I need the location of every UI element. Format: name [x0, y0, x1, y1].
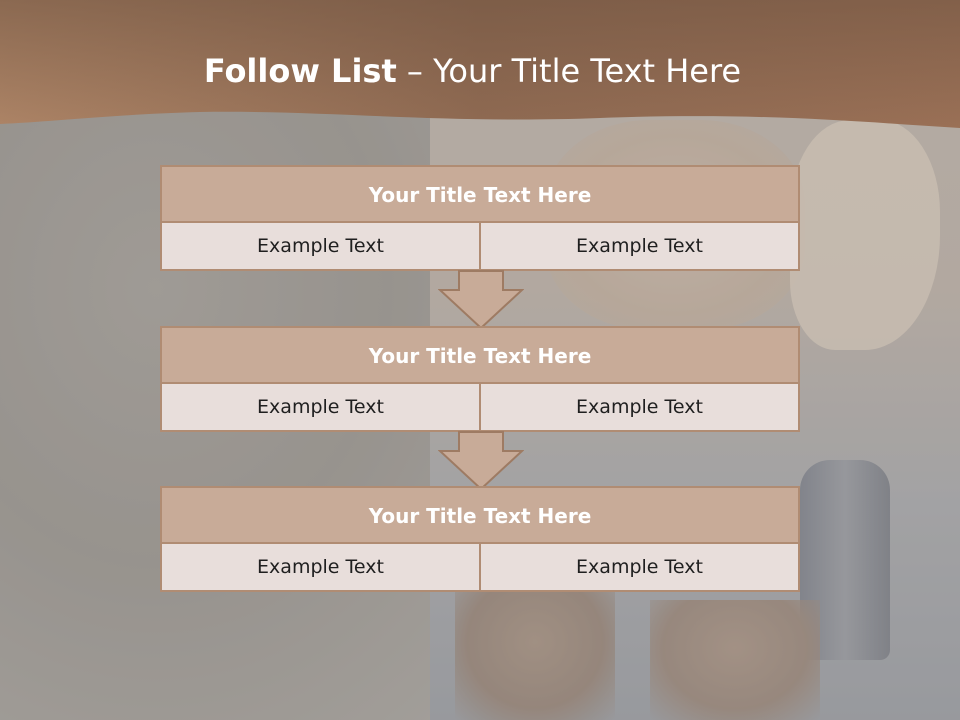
follow-block-3: Your Title Text Here Example Text Exampl… — [160, 486, 800, 592]
block-title: Your Title Text Here — [162, 328, 798, 384]
block-cell-right: Example Text — [576, 396, 703, 418]
figure-sleeve — [790, 120, 940, 350]
follow-block-1: Your Title Text Here Example Text Exampl… — [160, 165, 800, 271]
follow-block-2: Your Title Text Here Example Text Exampl… — [160, 326, 800, 432]
block-row: Example Text Example Text — [162, 223, 798, 269]
down-arrow-icon — [438, 431, 524, 491]
block-title: Your Title Text Here — [162, 488, 798, 544]
slide-title: Follow List – Your Title Text Here — [0, 52, 945, 90]
header-band: Follow List – Your Title Text Here — [0, 0, 960, 135]
block-cell-right: Example Text — [576, 235, 703, 257]
header-wave — [0, 0, 960, 128]
block-title: Your Title Text Here — [162, 167, 798, 223]
fabric-ornament-right — [650, 600, 820, 720]
fabric-ornament-left — [455, 590, 615, 720]
block-row: Example Text Example Text — [162, 544, 798, 590]
slide-title-bold: Follow List — [203, 52, 397, 90]
slide-title-rest: – Your Title Text Here — [406, 52, 742, 90]
block-cell-left: Example Text — [162, 544, 481, 590]
down-arrow-icon — [438, 270, 524, 330]
block-cell-right: Example Text — [576, 556, 703, 578]
block-cell-left: Example Text — [162, 384, 481, 430]
block-row: Example Text Example Text — [162, 384, 798, 430]
block-cell-left: Example Text — [162, 223, 481, 269]
